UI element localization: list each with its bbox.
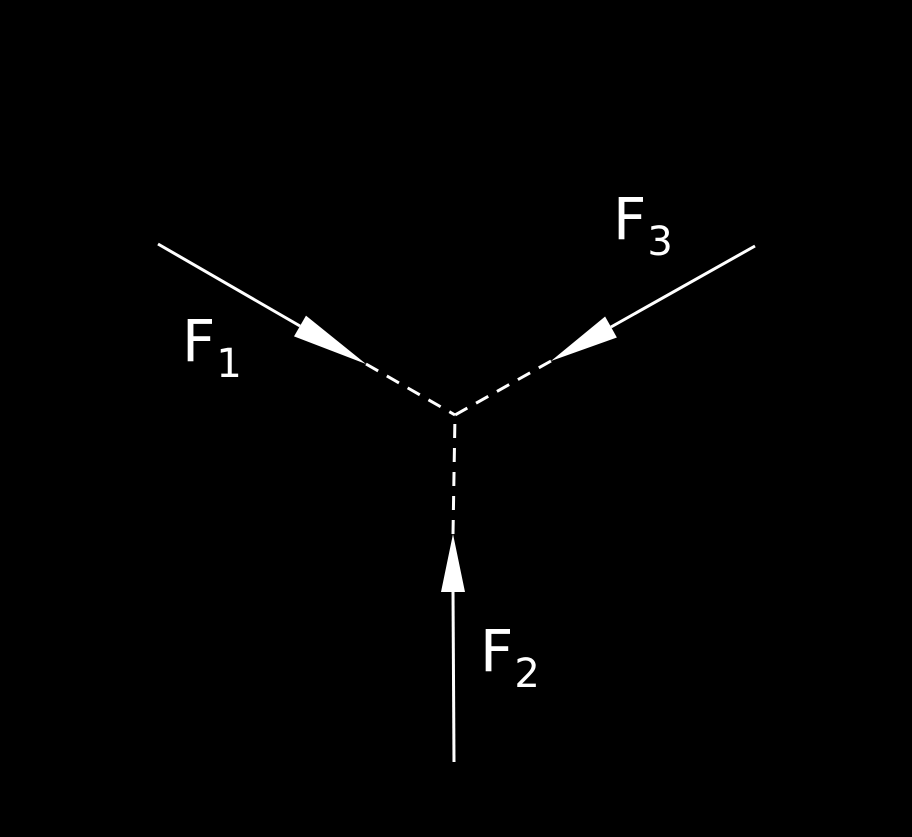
force-label-f3-base: F [613,185,647,253]
vector-f2 [441,414,465,763]
force-label-f3-subscript: 3 [647,219,673,265]
f2-dashed-shaft [451,414,457,535]
force-label-f2-base: F [480,617,514,685]
vector-f3 [454,244,756,417]
f3-arrowhead [551,316,617,361]
force-label-f1-base: F [182,307,216,375]
vector-f1 [157,242,456,417]
force-label-f1: F1 [182,312,242,384]
f3-dashed-shaft [454,359,552,417]
force-label-f2-subscript: 2 [514,651,540,697]
f3-solid-shaft [610,244,756,329]
f2-solid-shaft [451,591,456,763]
f1-dashed-shaft [365,362,456,417]
force-label-f1-subscript: 1 [216,341,242,387]
f2-arrowhead [441,534,465,593]
force-label-f2: F2 [480,622,540,694]
f1-solid-shaft [157,242,301,328]
f1-arrowhead [294,315,366,364]
force-label-f3: F3 [613,190,673,262]
